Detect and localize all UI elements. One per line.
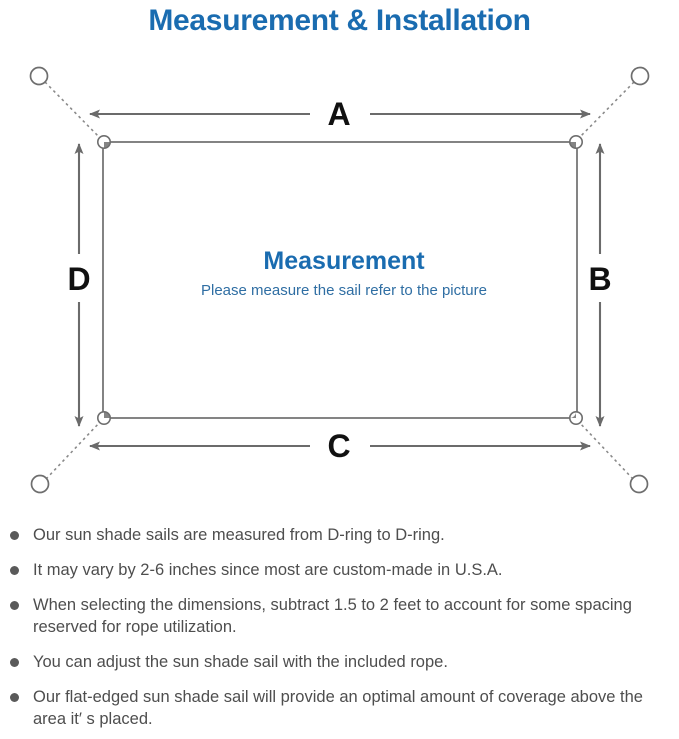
rope-line-bottom-left [45,420,102,480]
dimension-d: D [67,143,91,427]
note-text: Our flat-edged sun shade sail will provi… [33,688,643,728]
note-text: It may vary by 2-6 inches since most are… [33,561,503,579]
diagram-center-subtext: Please measure the sail refer to the pic… [201,282,487,299]
list-item: Our flat-edged sun shade sail will provi… [0,686,679,730]
note-text: Our sun shade sails are measured from D-… [33,526,445,544]
dimension-c-label: C [327,428,350,464]
anchor-ring-top-right [630,66,650,86]
diagram-center-heading: Measurement [263,247,425,275]
dimension-c: C [89,428,591,464]
sail-rectangle [102,141,578,419]
measurement-diagram: A C D B Measurement Please measure the s… [0,46,679,516]
bullet-icon [10,601,19,610]
rope-line-bottom-right [577,420,634,480]
d-rings [97,135,583,425]
anchor-ring-top-left [29,66,49,86]
diagram-canvas: A C D B Measurement Please measure the s… [29,66,650,494]
bullet-icon [10,566,19,575]
list-item: When selecting the dimensions, subtract … [0,594,679,638]
notes-list: Our sun shade sails are measured from D-… [0,524,679,739]
rope-line-top-left [44,81,102,140]
list-item: Our sun shade sails are measured from D-… [0,524,679,546]
rope-lines [44,81,635,480]
page-title: Measurement & Installation [148,4,531,37]
bullet-icon [10,658,19,667]
note-text: You can adjust the sun shade sail with t… [33,653,448,671]
anchor-ring-bottom-left [30,474,50,494]
list-item: It may vary by 2-6 inches since most are… [0,559,679,581]
dimension-a-label: A [327,96,350,132]
bullet-icon [10,693,19,702]
anchor-rings [29,66,650,494]
dimension-d-label: D [67,261,90,297]
bullet-icon [10,531,19,540]
dimension-b: B [588,143,612,427]
list-item: You can adjust the sun shade sail with t… [0,651,679,673]
note-text: When selecting the dimensions, subtract … [33,596,632,636]
rope-line-top-right [577,81,635,140]
anchor-ring-bottom-right [629,474,649,494]
dimension-b-label: B [588,261,611,297]
dimension-a: A [89,96,591,132]
